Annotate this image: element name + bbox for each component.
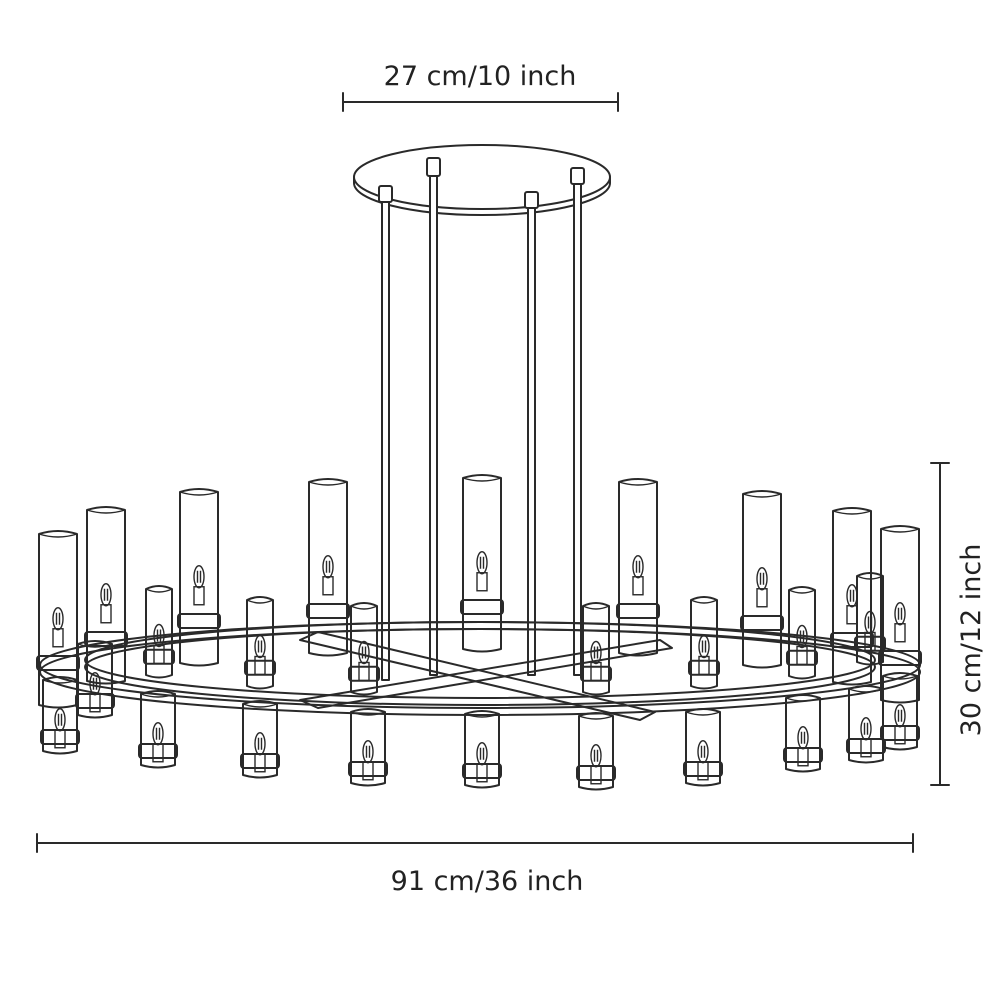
canopy-width-label: 27 cm/10 inch [384,61,577,92]
rear-candle-1 [143,585,175,679]
height-dimension: 30 cm/12 inch [930,462,987,786]
height-label: 30 cm/12 inch [956,544,987,737]
front-candle-3 [177,488,221,667]
overall-width-dimension: 91 cm/36 inch [36,833,914,897]
front-candle-7 [740,490,784,669]
rear-candle-4 [580,602,612,696]
overall-width-label: 91 cm/36 inch [391,866,584,897]
back-candle-9 [783,694,823,773]
back-candle-8 [683,708,723,787]
front-candle-1 [36,530,80,709]
front-candle-5 [460,474,504,653]
rear-candle-2 [244,596,276,690]
front-candle-2 [84,506,128,685]
back-candle-6 [462,710,502,789]
rear-candle-6 [786,586,818,680]
back-candle-5 [348,708,388,787]
ceiling-canopy [353,144,611,216]
front-candle-row [36,474,922,709]
back-candle-4 [240,700,280,779]
front-candle-9 [878,525,922,704]
rear-candle-5 [688,596,720,690]
canopy-width-dimension: 27 cm/10 inch [342,61,619,112]
suspension-rods [378,157,585,681]
front-candle-4 [306,478,350,657]
back-candle-10 [846,685,886,764]
back-candle-7 [576,712,616,791]
rear-candle-3 [348,602,380,696]
front-candle-6 [616,478,660,657]
back-candle-3 [138,690,178,769]
front-candle-8 [830,507,874,686]
